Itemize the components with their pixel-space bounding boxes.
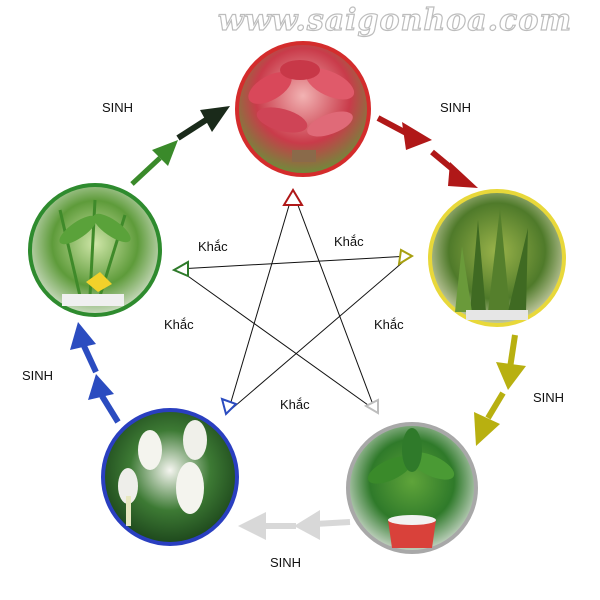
label-sinh-bottom: SINH xyxy=(270,555,301,570)
watermark-text: www.saigonhoa.com xyxy=(218,3,572,38)
snake-plant-icon xyxy=(455,208,528,320)
potted-green-plant-icon xyxy=(367,428,455,548)
sinh-arrow-water-to-wood xyxy=(70,322,121,424)
node-wood xyxy=(28,183,162,317)
khac-line-wood-earth xyxy=(177,255,411,270)
label-khac-upper-right: Khắc xyxy=(334,234,364,249)
khac-arrowhead-fire xyxy=(282,188,304,206)
node-metal xyxy=(346,422,478,554)
node-fire xyxy=(235,41,371,177)
label-sinh-left: SINH xyxy=(22,368,53,383)
label-sinh-top-right: SINH xyxy=(440,100,471,115)
label-khac-center: Khắc xyxy=(280,397,310,412)
sinh-arrow-earth-to-metal xyxy=(474,334,526,446)
khac-arrowhead-wood xyxy=(171,260,189,278)
label-khac-upper-left: Khắc xyxy=(198,239,228,254)
khac-line-earth-water xyxy=(227,255,411,413)
bamboo-palm-plant-icon xyxy=(58,199,131,306)
khac-line-fire-metal xyxy=(292,191,376,411)
khac-arrowhead-metal xyxy=(363,398,379,415)
khac-star-lines xyxy=(177,191,411,413)
red-aglaonema-plant-icon xyxy=(248,60,355,162)
sinh-arrow-fire-to-earth xyxy=(376,115,478,188)
label-sinh-right: SINH xyxy=(533,390,564,405)
sinh-arrow-metal-to-water xyxy=(238,510,351,540)
node-earth xyxy=(428,189,566,327)
label-khac-mid-left: Khắc xyxy=(164,317,194,332)
khac-line-water-fire xyxy=(227,191,294,413)
label-khac-mid-right: Khắc xyxy=(374,317,404,332)
sinh-arrow-wood-to-fire xyxy=(130,106,230,186)
khac-line-metal-wood xyxy=(177,268,376,411)
node-water xyxy=(101,408,239,546)
label-sinh-top-left: SINH xyxy=(102,100,133,115)
khac-arrowhead-earth xyxy=(397,248,414,266)
khac-arrowhead-water xyxy=(220,397,238,416)
peace-lily-plant-icon xyxy=(118,420,207,526)
